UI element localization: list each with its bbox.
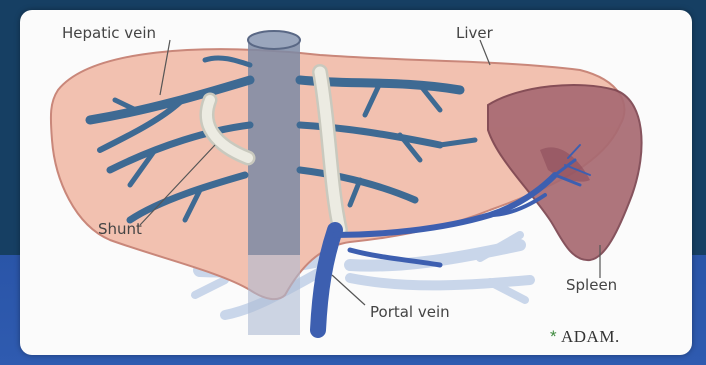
diagram-card: Hepatic vein Liver Shunt Spleen Portal v… <box>20 10 692 355</box>
vena-cava <box>248 31 300 335</box>
adam-logo: * ADAM. <box>550 327 620 346</box>
adam-logo-star: * <box>550 327 557 346</box>
label-spleen: Spleen <box>566 276 617 294</box>
label-shunt: Shunt <box>98 220 142 238</box>
adam-logo-text: ADAM. <box>561 327 620 346</box>
label-liver: Liver <box>456 24 494 42</box>
liver-shunt-diagram: Hepatic vein Liver Shunt Spleen Portal v… <box>20 10 692 355</box>
label-portal-vein: Portal vein <box>370 303 450 321</box>
label-hepatic-vein: Hepatic vein <box>62 24 156 42</box>
